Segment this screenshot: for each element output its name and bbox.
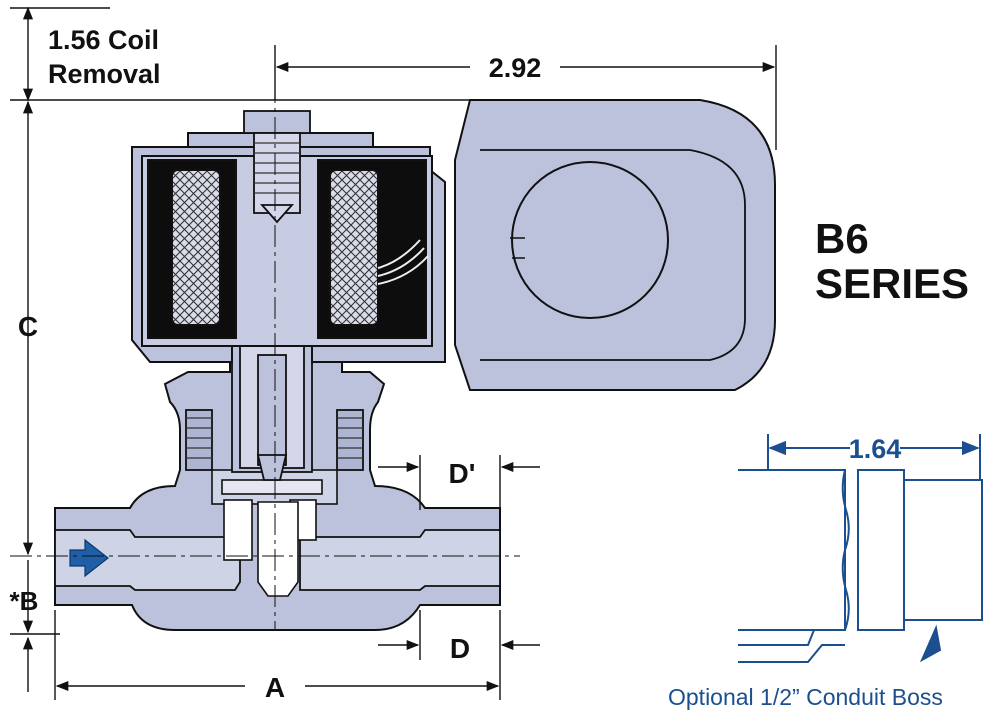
conduit-boss-caption: Optional 1/2” Conduit Boss [668, 684, 943, 710]
dimension-c-label: C [18, 311, 38, 342]
series-label-line2: SERIES [815, 260, 969, 307]
conduit-cover [454, 99, 776, 391]
dimension-d-label: D [450, 633, 470, 664]
coil-housing [131, 132, 446, 363]
dimension-a-label: A [265, 672, 285, 703]
width-164-label: 1.64 [849, 434, 902, 464]
dimension-lines [10, 6, 777, 700]
dimension-d-prime-label: D' [449, 458, 476, 489]
coil-removal-value-label: 1.56 Coil [48, 25, 159, 55]
flow-arrow-icon [69, 538, 109, 578]
valve-seat [211, 469, 338, 597]
coil-removal-word-label: Removal [48, 59, 161, 89]
bonnet-nut [185, 409, 364, 471]
series-label-line1: B6 [815, 215, 869, 262]
dimension-b-label: *B [10, 586, 39, 616]
conduit-boss-inset [738, 434, 983, 663]
valve-bores [54, 529, 501, 591]
top-nut [243, 110, 311, 224]
width-292-label: 2.92 [489, 53, 542, 83]
